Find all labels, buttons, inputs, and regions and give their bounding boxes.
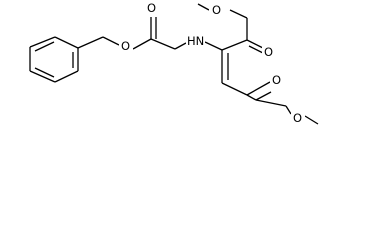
- atom-o-ester1-methoxy-label: O: [212, 3, 221, 17]
- atom-o-ester2-methoxy-label: O: [293, 111, 302, 125]
- atom-labels: HN O O O O O O: [119, 0, 305, 125]
- structure-diagram: HN O O O O O O: [29, 0, 319, 125]
- lower-methyl-ester: [246, 81, 319, 125]
- atom-o-ester1-carbonyl-label: O: [264, 45, 273, 59]
- lower-ester-carbonyl-bond: [255, 91, 287, 107]
- butenedioate-backbone: [204, 39, 248, 96]
- benzene-ring: [29, 36, 79, 83]
- atom-o-ester2-carbonyl-label: O: [272, 73, 281, 87]
- atom-nh-label: HN: [187, 34, 204, 48]
- atom-o-carbamate-ester-label: O: [121, 39, 130, 53]
- carbamate-group: [77, 17, 187, 50]
- atom-o-carbamate-carbonyl-label: O: [147, 1, 156, 15]
- upper-methyl-ester: [197, 3, 264, 54]
